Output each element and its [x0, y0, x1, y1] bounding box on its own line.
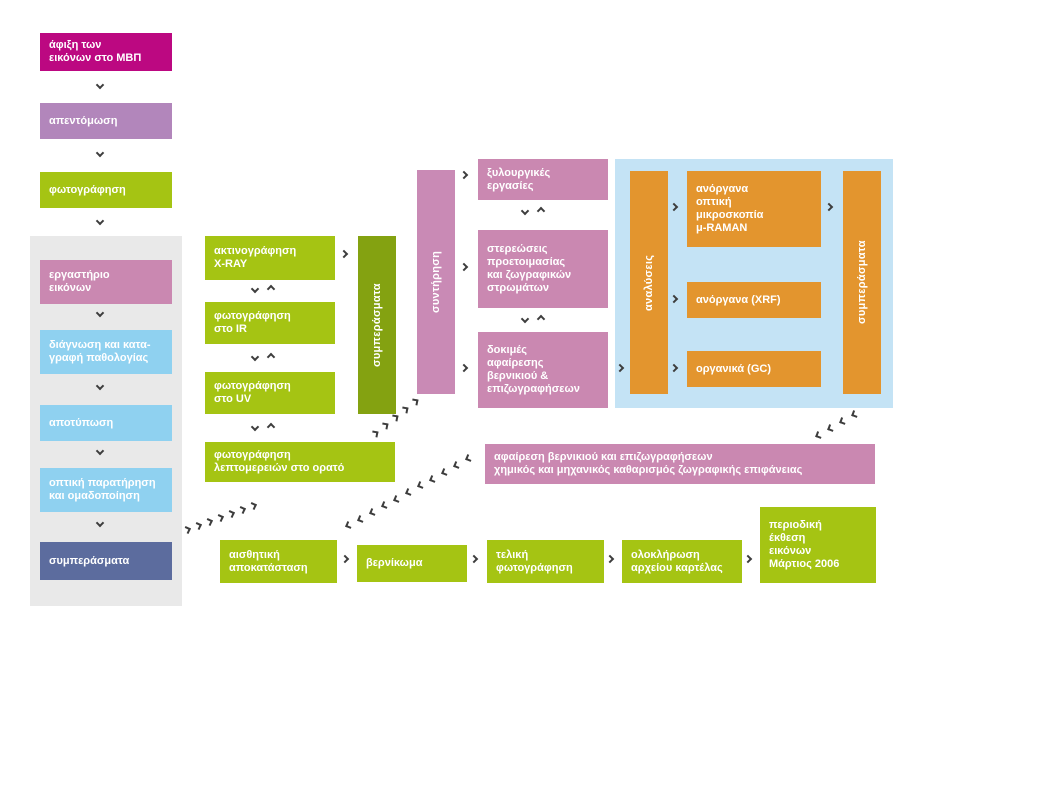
chevron-right-icon: [605, 554, 615, 564]
chevron-down-left-icon: [417, 481, 425, 489]
chevron-right-icon: [339, 249, 349, 259]
disinfestation-box: απεντόμωση: [40, 103, 172, 139]
chevron-down-left-icon: [453, 461, 461, 469]
chevron-right-icon: [469, 554, 479, 564]
observation-box: οπτική παρατήρηση και ομαδοποίηση: [40, 468, 172, 512]
chevron-down-left-icon: [815, 431, 823, 439]
chevron-down-icon: [250, 352, 260, 362]
chevron-down-left-icon: [381, 501, 389, 509]
chevron-right-icon: [459, 170, 469, 180]
xrf-box: ανόργανα (XRF): [687, 282, 821, 318]
chevron-down-left-icon: [851, 410, 859, 418]
archive-box: ολοκλήρωση αρχείου καρτέλας: [622, 540, 742, 583]
chevron-down-left-icon: [405, 488, 413, 496]
chevron-right-icon: [340, 554, 350, 564]
chevron-right-icon: [743, 554, 753, 564]
final-photo-box: τελική φωτογράφηση: [487, 540, 604, 583]
gc-box: οργανικά (GC): [687, 351, 821, 387]
chevron-down-left-icon: [357, 515, 365, 523]
chevron-up-right-icon: [227, 510, 235, 518]
arrival-box: άφιξη των εικόνων στο ΜΒΠ: [40, 33, 172, 71]
analyses-bar: αναλύσεις: [630, 171, 668, 394]
diagnosis-box: διάγνωση και κατα- γραφή παθολογίας: [40, 330, 172, 374]
chevron-down-left-icon: [441, 468, 449, 476]
chevron-up-right-icon: [216, 514, 224, 522]
raman-box: ανόργανα οπτική μικροσκοπία μ-RAMAN: [687, 171, 821, 247]
chevron-down-icon: [520, 206, 530, 216]
chevron-up-right-icon: [401, 406, 409, 414]
chevron-up-right-icon: [371, 430, 379, 438]
chevron-down-icon: [520, 314, 530, 324]
exhibition-box: περιοδική έκθεση εικόνων Μάρτιος 2006: [760, 507, 876, 583]
cleaning-box: αφαίρεση βερνικιού και επιζωγραφήσεων χη…: [485, 444, 875, 484]
chevron-up-icon: [266, 422, 276, 432]
chevron-down-icon: [95, 216, 105, 226]
consolidation-box: στερεώσεις προετοιμασίας και ζωγραφικών …: [478, 230, 608, 308]
chevron-right-icon: [459, 262, 469, 272]
removal-tests-box: δοκιμές αφαίρεσης βερνικιού & επιζωγραφή…: [478, 332, 608, 408]
chevron-up-right-icon: [391, 414, 399, 422]
icons-lab-box: εργαστήριο εικόνων: [40, 260, 172, 304]
chevron-up-right-icon: [238, 506, 246, 514]
chevron-down-icon: [95, 80, 105, 90]
chevron-down-left-icon: [827, 424, 835, 432]
chevron-up-icon: [266, 352, 276, 362]
chevron-up-right-icon: [194, 522, 202, 530]
chevron-up-right-icon: [183, 526, 191, 534]
restoration-box: αισθητική αποκατάσταση: [220, 540, 337, 583]
lab-conclusions-box: συμπεράσματα: [40, 542, 172, 580]
chevron-up-right-icon: [249, 502, 257, 510]
chevron-down-left-icon: [393, 495, 401, 503]
chevron-down-left-icon: [839, 417, 847, 425]
varnishing-box: βερνίκωμα: [357, 545, 467, 582]
chevron-right-icon: [459, 363, 469, 373]
woodwork-box: ξυλουργικές εργασίες: [478, 159, 608, 200]
xray-box: ακτινογράφηση X-RAY: [205, 236, 335, 280]
conservation-bar: συντήρηση: [417, 170, 455, 394]
chevron-down-left-icon: [429, 475, 437, 483]
chevron-down-left-icon: [345, 521, 353, 529]
chevron-down-icon: [250, 284, 260, 294]
mapping-box: αποτύπωση: [40, 405, 172, 441]
chevron-down-left-icon: [369, 508, 377, 516]
visible-detail-photo-box: φωτογράφηση λεπτομερειών στο ορατό: [205, 442, 395, 482]
chevron-down-icon: [250, 422, 260, 432]
uv-photo-box: φωτογράφηση στο UV: [205, 372, 335, 414]
chevron-up-icon: [266, 284, 276, 294]
imaging-conclusions-bar: συμπεράσματα: [358, 236, 396, 414]
chevron-down-left-icon: [465, 454, 473, 462]
chevron-up-icon: [536, 206, 546, 216]
chevron-up-right-icon: [411, 398, 419, 406]
chevron-down-icon: [95, 148, 105, 158]
photography-box: φωτογράφηση: [40, 172, 172, 208]
ir-photo-box: φωτογράφηση στο IR: [205, 302, 335, 344]
chevron-up-right-icon: [381, 422, 389, 430]
chevron-up-right-icon: [205, 518, 213, 526]
analyses-conclusions-bar: συμπεράσματα: [843, 171, 881, 394]
chevron-up-icon: [536, 314, 546, 324]
